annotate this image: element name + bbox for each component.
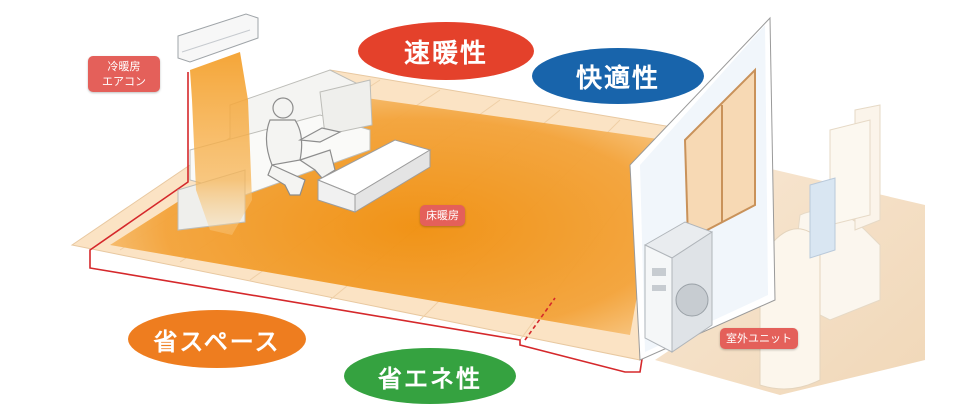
pipe-dashed (524, 297, 556, 341)
ac-air-stream (190, 52, 252, 235)
feature-space-saving-badge: 省スペース (128, 310, 306, 368)
outdoor-unit-front (644, 244, 673, 353)
feature-energy-saving-badge: 省エネ性 (344, 348, 516, 404)
floor-heating-label: 床暖房 (420, 205, 465, 226)
feature-comfort-badge: 快適性 (532, 48, 704, 104)
window-frame (683, 67, 756, 242)
outdoor-unit-fan (675, 283, 709, 317)
feature-speed-badge: 速暖性 (358, 22, 534, 80)
floor-heating-area (110, 95, 665, 335)
air-conditioner-label-line-1: 冷暖房 (107, 60, 141, 73)
air-conditioner-label-line-2: エアコン (102, 75, 146, 88)
sofa-arm-right (319, 79, 373, 136)
air-conditioner (177, 13, 259, 63)
coffee-table-side (354, 149, 431, 213)
outdoor-wall-block (829, 119, 871, 226)
outdoor-fence (809, 177, 836, 259)
air-conditioner-label: 冷暖房 エアコン (88, 56, 160, 92)
outdoor-unit-label: 室外ユニット (720, 328, 798, 349)
refrigerant-pipe (89, 72, 646, 373)
person (265, 97, 342, 196)
